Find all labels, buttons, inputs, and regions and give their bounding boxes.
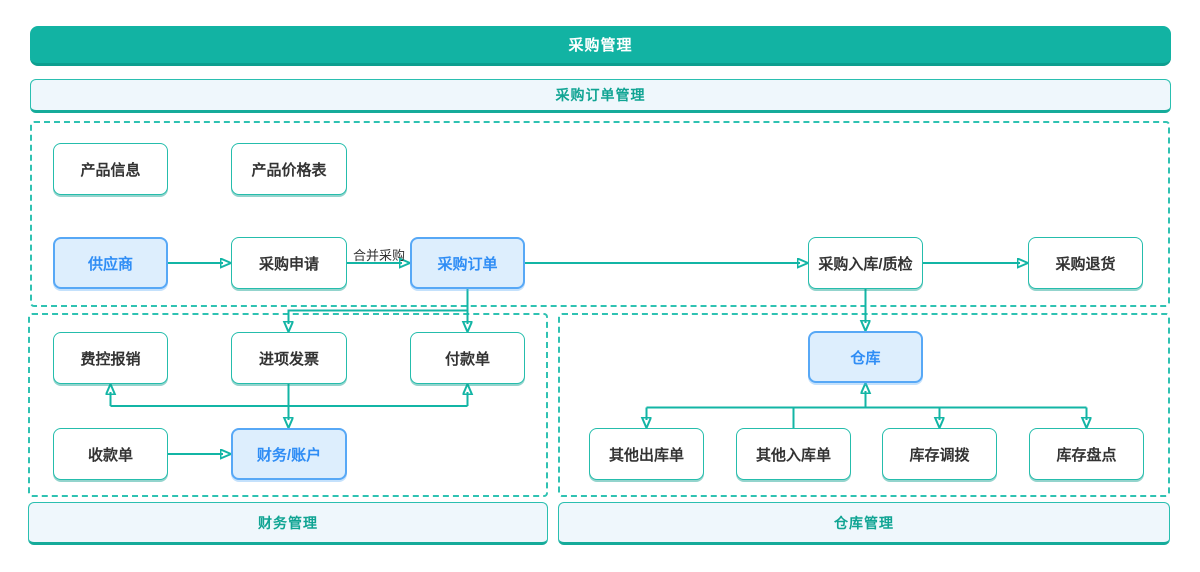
node-finance-account-label: 财务/账户 (256, 446, 322, 464)
node-purchase-return-label: 采购退货 (1055, 255, 1116, 273)
merge-purchase-edge-label: 合并采购 (352, 248, 405, 263)
node-warehouse: 仓库 (808, 331, 923, 383)
node-purchase-request-label: 采购申请 (258, 255, 319, 273)
node-purchase-return: 采购退货 (1028, 237, 1143, 289)
node-purchase-inbound-qc-label: 采购入库/质检 (818, 255, 913, 273)
node-stock-count-label: 库存盘点 (1056, 446, 1117, 464)
node-finance-account: 财务/账户 (231, 428, 347, 480)
node-other-outbound: 其他出库单 (589, 428, 704, 480)
finance-footer-bar: 财务管理 (28, 502, 548, 545)
node-receipt-slip-label: 收款单 (87, 446, 133, 464)
node-product-price-list-label: 产品价格表 (251, 161, 327, 179)
node-product-info-label: 产品信息 (80, 161, 141, 179)
node-warehouse-label: 仓库 (850, 349, 881, 367)
node-supplier: 供应商 (53, 237, 168, 289)
purchase-flow-group (30, 121, 1170, 307)
warehouse-footer-label: 仓库管理 (834, 514, 894, 531)
node-stock-count: 库存盘点 (1029, 428, 1144, 480)
node-purchase-order-label: 采购订单 (437, 255, 498, 273)
node-purchase-inbound-qc: 采购入库/质检 (808, 237, 923, 289)
node-stock-transfer-label: 库存调拨 (909, 446, 970, 464)
node-other-outbound-label: 其他出库单 (608, 446, 684, 464)
warehouse-footer-bar: 仓库管理 (558, 502, 1170, 545)
node-expense-reimbursement-label: 费控报销 (80, 350, 141, 368)
finance-footer-label: 财务管理 (258, 514, 318, 531)
subtitle-bar-label: 采购订单管理 (555, 87, 646, 103)
title-bar: 采购管理 (30, 26, 1171, 66)
node-other-inbound-label: 其他入库单 (755, 446, 831, 464)
node-supplier-label: 供应商 (87, 255, 133, 273)
node-receipt-slip: 收款单 (53, 428, 168, 480)
node-payment-slip-label: 付款单 (444, 350, 490, 368)
node-stock-transfer: 库存调拨 (882, 428, 997, 480)
title-bar-label: 采购管理 (568, 37, 633, 54)
node-input-invoice: 进项发票 (231, 332, 347, 384)
node-purchase-order: 采购订单 (410, 237, 525, 289)
warehouse-group (558, 313, 1170, 497)
node-payment-slip: 付款单 (410, 332, 525, 384)
node-product-price-list: 产品价格表 (231, 143, 347, 195)
node-input-invoice-label: 进项发票 (258, 350, 319, 368)
subtitle-bar: 采购订单管理 (30, 79, 1171, 113)
node-other-inbound: 其他入库单 (736, 428, 851, 480)
node-product-info: 产品信息 (53, 143, 168, 195)
node-expense-reimbursement: 费控报销 (53, 332, 168, 384)
node-purchase-request: 采购申请 (231, 237, 347, 289)
